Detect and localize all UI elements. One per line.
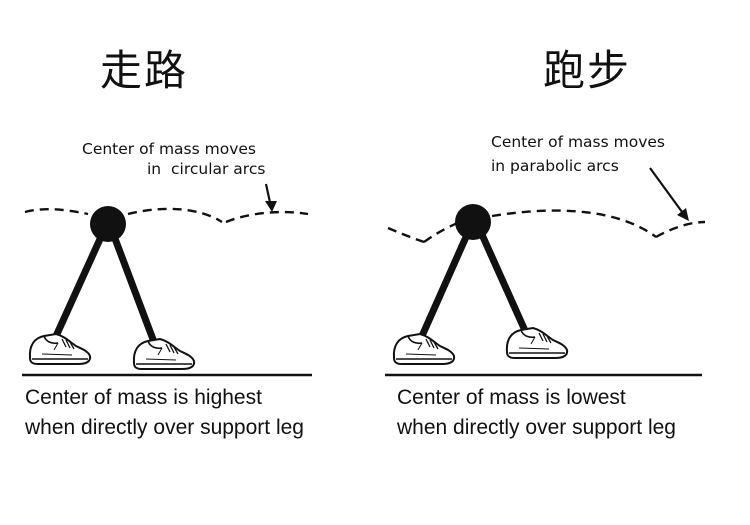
running-caption-line2: when directly over support leg [397,416,676,439]
walking-arrow-icon [264,183,277,212]
walking-note-line2: in circular arcs [147,160,266,178]
running-leg-swing [475,224,531,339]
running-leg-support [414,224,474,349]
running-panel: 跑步 Center of mass moves in parabolic arc… [375,0,750,525]
walking-panel: 走路 Center of mass moves in circular arcs… [25,46,304,440]
walking-caption-line2: when directly over support leg [25,416,304,439]
running-arrow-icon [649,167,689,221]
running-center-of-mass-icon [455,204,491,240]
running-title: 跑步 [543,46,632,95]
running-note-line2: in parabolic arcs [491,157,619,175]
walking-leg-back [48,224,109,349]
running-caption-line1: Center of mass is lowest [397,386,626,409]
walking-note-line1: Center of mass moves [82,140,257,158]
running-note-line1: Center of mass moves [491,133,666,151]
walking-caption-line1: Center of mass is highest [25,386,262,409]
walking-title: 走路 [100,46,189,95]
walking-trajectory [24,207,309,224]
walking-center-of-mass-icon [90,206,126,242]
walking-leg-front [107,224,161,354]
